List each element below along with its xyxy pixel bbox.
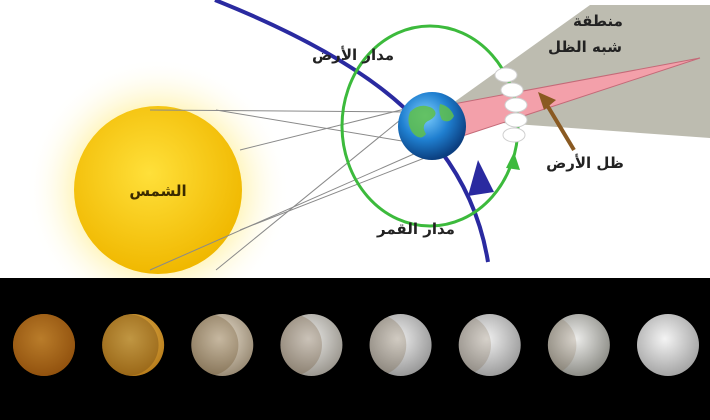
earth-orbit-arrow	[468, 160, 494, 196]
moon-phase-photo	[280, 314, 343, 376]
moon-phase-photo	[637, 314, 699, 376]
label-moon-orbit: مدار القمر	[376, 220, 455, 238]
moon-phase-shadow	[458, 314, 491, 376]
moon-phase-photo	[102, 314, 165, 376]
sun	[74, 106, 242, 274]
label-earth-orbit: مدار الأرض	[312, 46, 394, 64]
moon-positions	[494, 67, 528, 143]
moon-phase-photo	[191, 314, 254, 376]
moon-phase-shadow	[280, 314, 322, 376]
moon-position	[504, 97, 528, 113]
label-penumbra-line1: منطقة	[573, 12, 623, 30]
diagram: مدار الأرض منطقة شبه الظل ظل الأرض الشمس…	[26, 0, 710, 322]
label-penumbra-line2: شبه الظل	[548, 38, 622, 56]
label-earth-shadow: ظل الأرض	[546, 154, 624, 172]
moon-position	[500, 82, 524, 98]
moon-phase-photo	[13, 314, 75, 376]
earth-land	[408, 104, 454, 138]
moon-phase-photo	[458, 314, 521, 376]
shadow-pointer-head	[538, 92, 556, 110]
moon-orbit-arrow	[506, 152, 520, 170]
earth	[398, 92, 466, 160]
moon-position	[504, 112, 528, 128]
sun-rays	[149, 103, 441, 271]
moon-phase-shadow	[13, 314, 75, 376]
moon-phase-shadow	[547, 314, 577, 376]
moon-position	[502, 127, 526, 143]
shadow-pointer-line	[542, 98, 576, 152]
moon-phase-shadow	[369, 314, 407, 376]
moon-phase-shadow	[102, 314, 159, 376]
moon-phase-photo	[369, 314, 432, 376]
label-sun: الشمس	[129, 182, 186, 200]
moon-position	[494, 67, 518, 83]
eclipse-photo-strip	[0, 278, 710, 420]
moon-phase-photo	[547, 314, 610, 376]
